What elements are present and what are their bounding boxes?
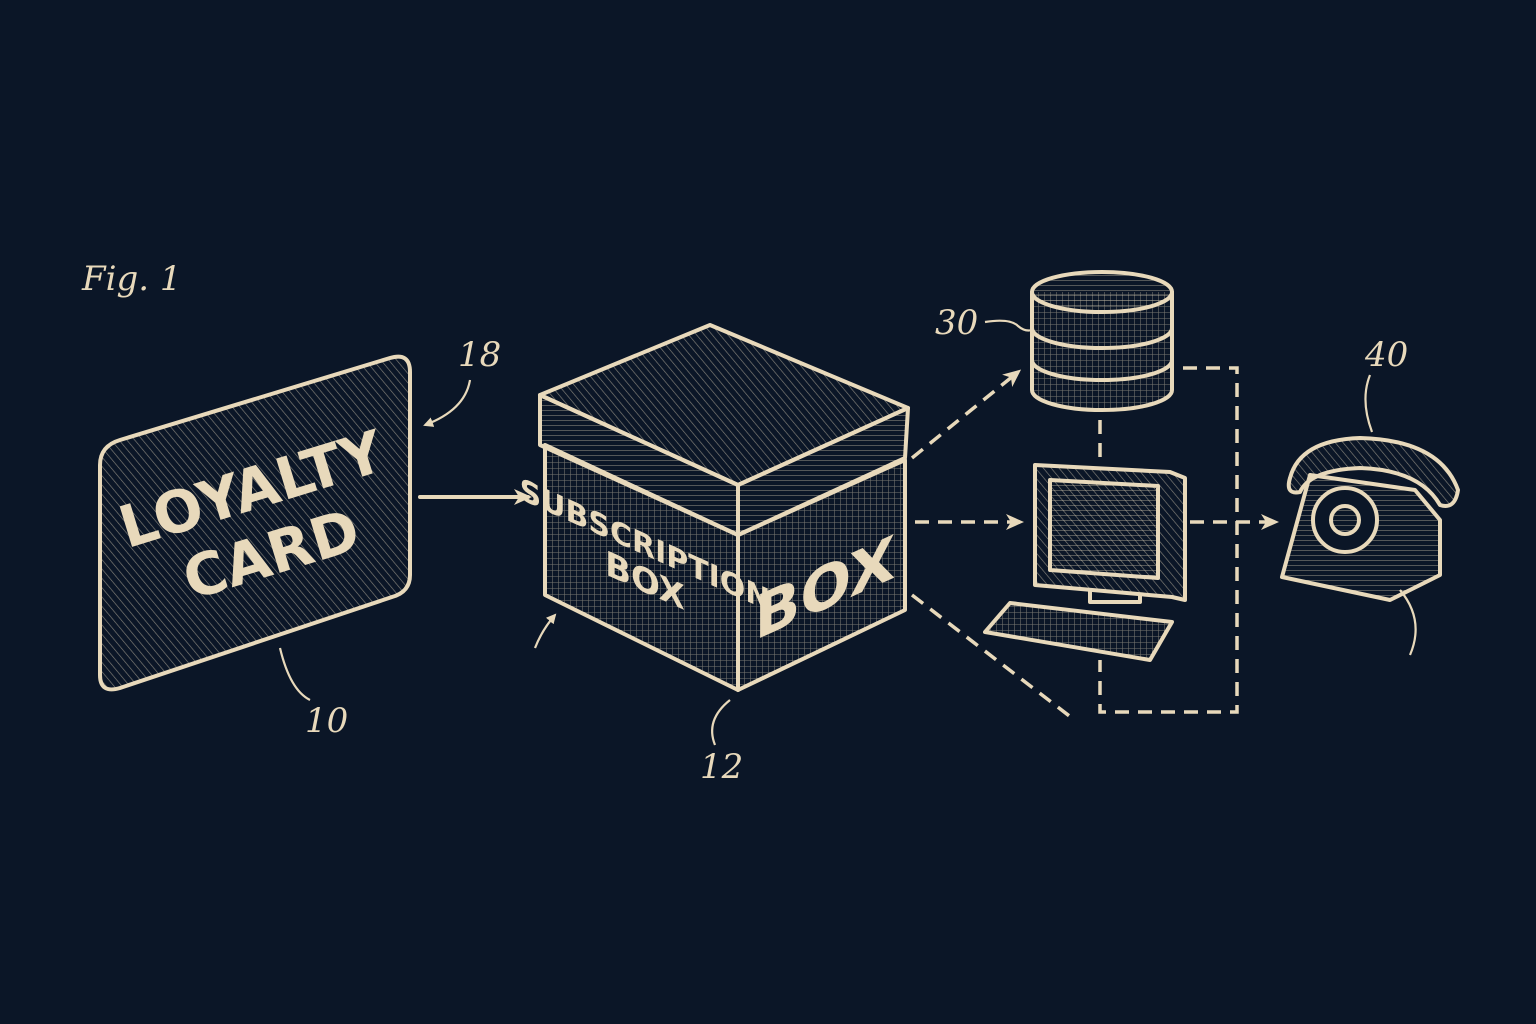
database-icon: 30 bbox=[935, 270, 1174, 412]
loyalty-card: LOYALTY CARD 10 bbox=[98, 354, 412, 741]
subscription-box: SUBSCRIPTION BOX BOX 12 bbox=[520, 323, 910, 787]
telephone-ref: 40 bbox=[1364, 335, 1408, 375]
connections bbox=[910, 366, 1279, 720]
computer-icon bbox=[983, 463, 1187, 662]
rotary-phone-icon: 40 bbox=[1280, 335, 1460, 656]
figure-label: Fig. 1 bbox=[81, 259, 181, 299]
box-ref: 12 bbox=[700, 747, 743, 787]
card-ref: 10 bbox=[305, 701, 348, 741]
card-arrow-ref: 18 bbox=[458, 335, 501, 375]
database-ref: 30 bbox=[935, 303, 978, 343]
